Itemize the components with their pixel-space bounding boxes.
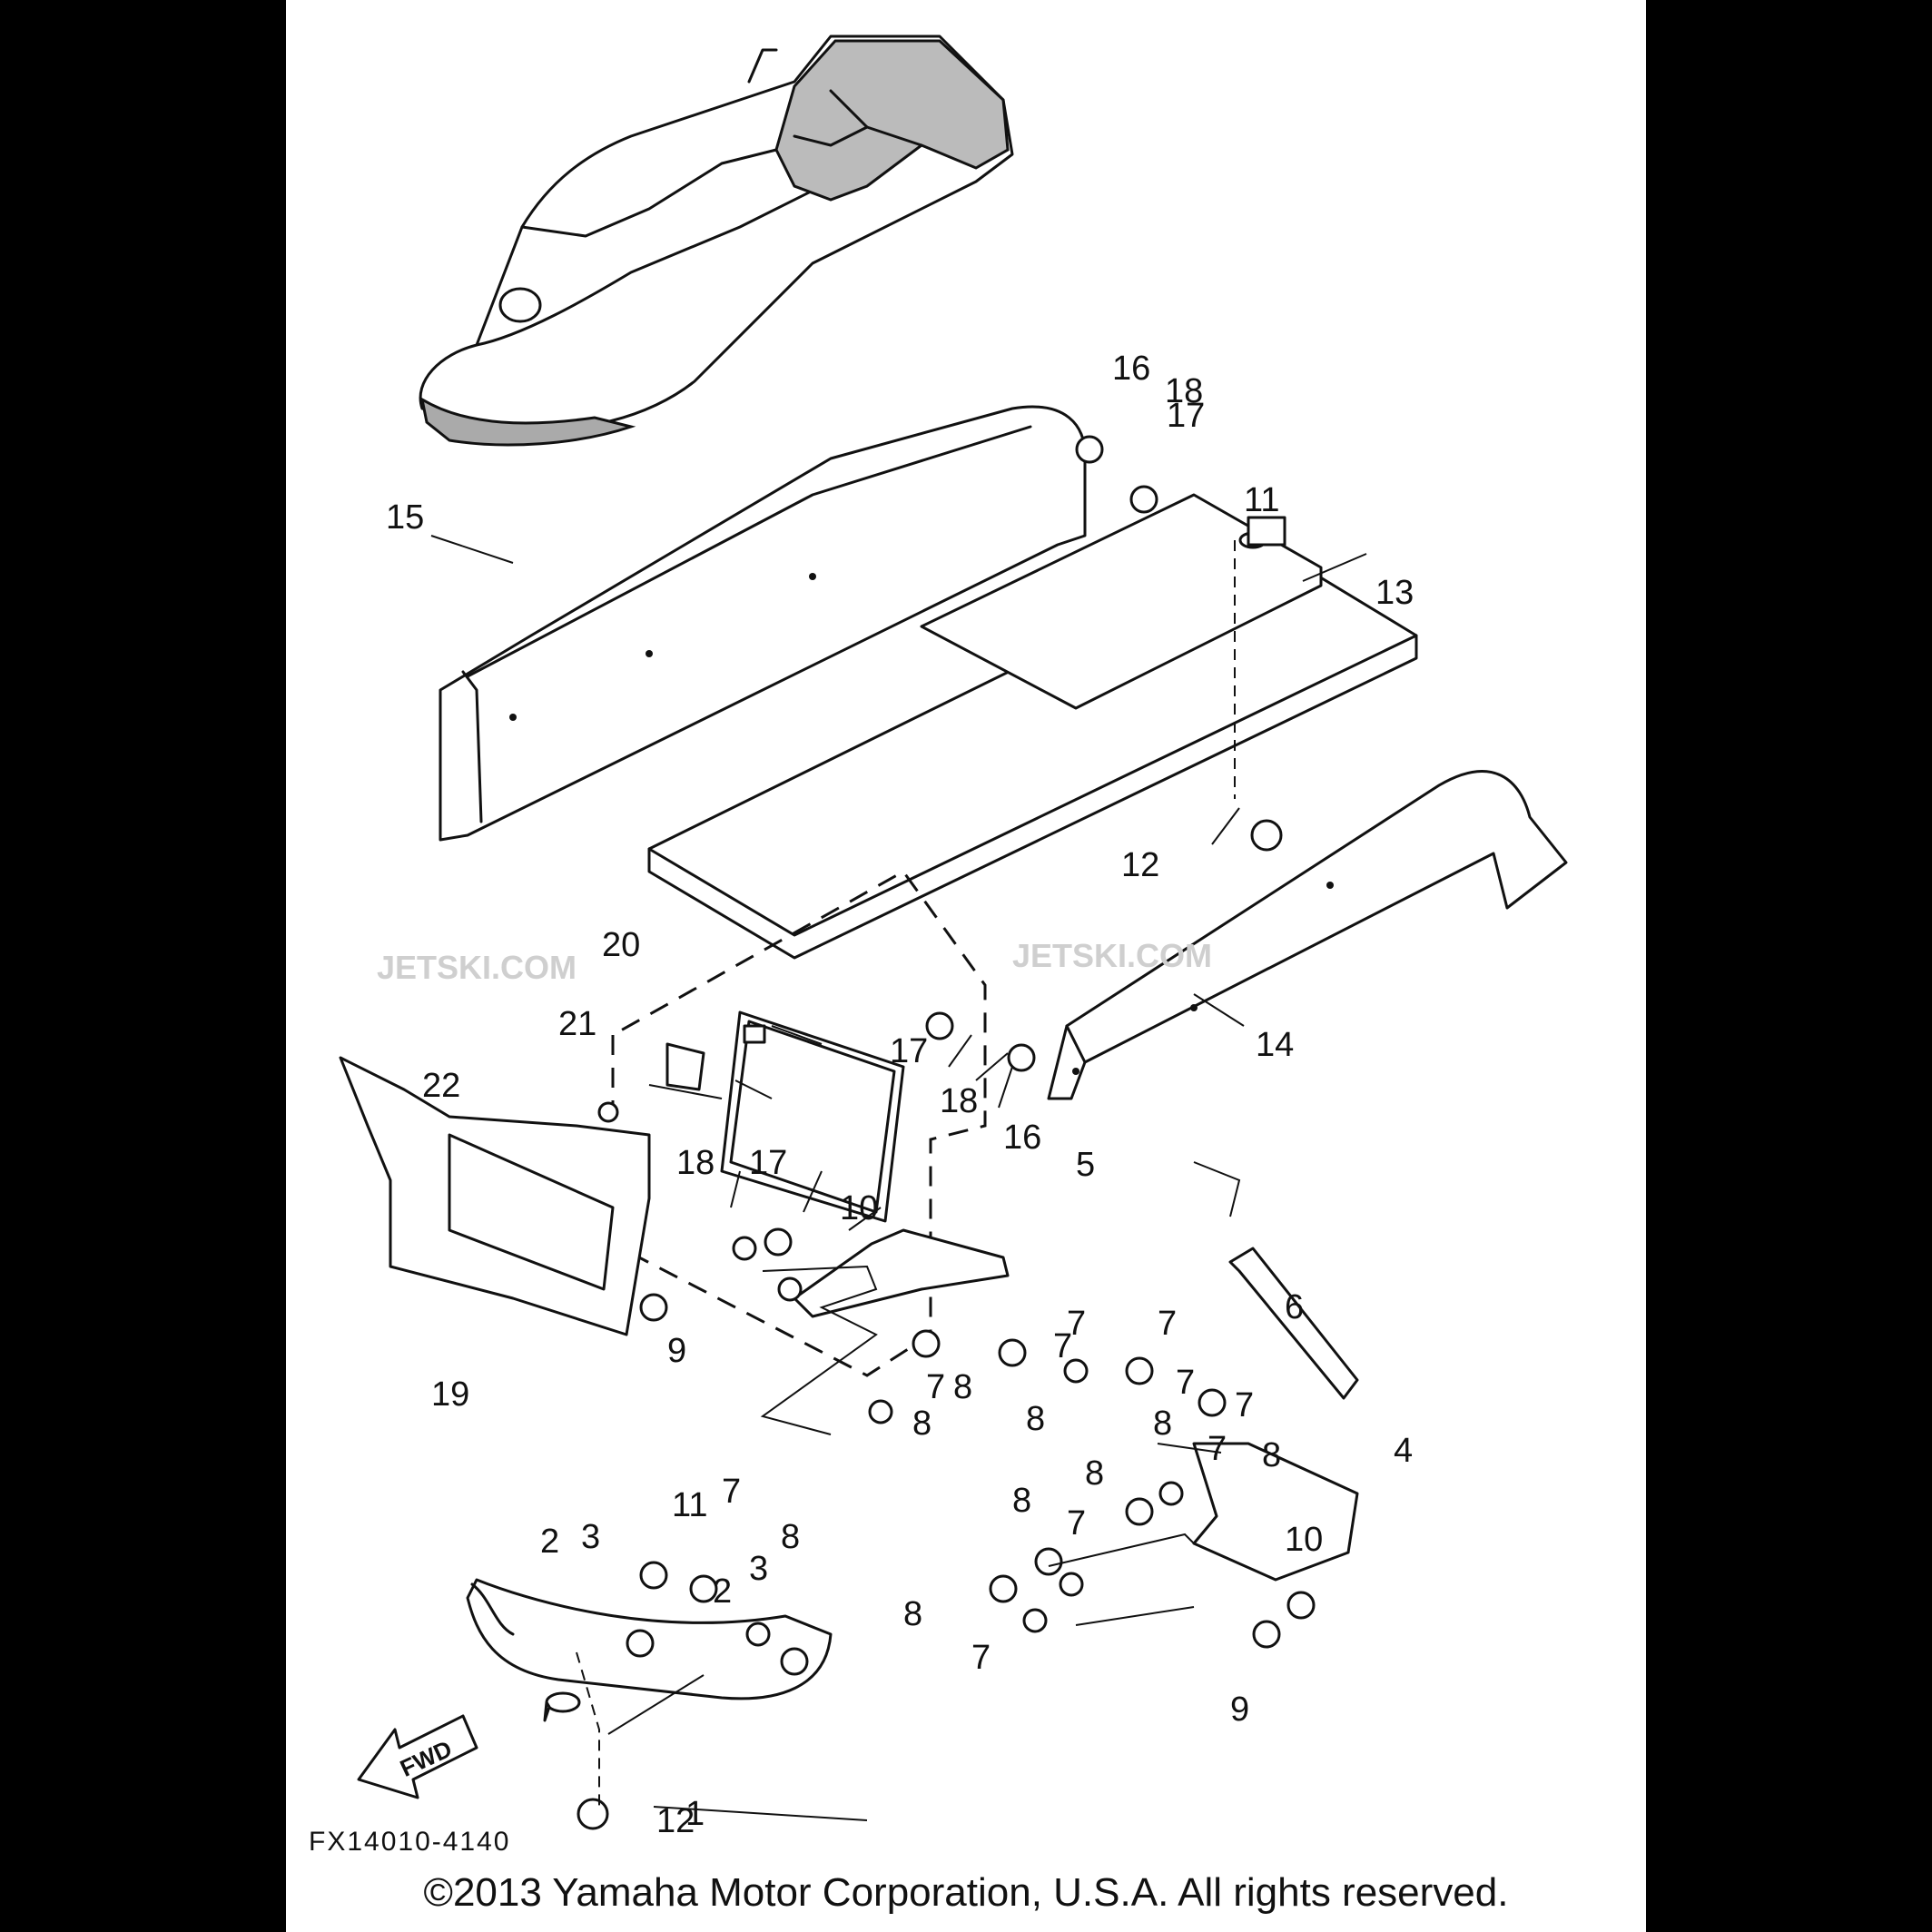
watercraft-overview-illustration (419, 34, 1014, 447)
callout-17: 17 (890, 1032, 928, 1070)
callout-8: 8 (912, 1405, 932, 1443)
callout-7: 7 (1208, 1430, 1227, 1468)
part-15-cover-left (439, 405, 1087, 842)
callout-7: 7 (1235, 1386, 1254, 1424)
callout-7: 7 (1067, 1504, 1086, 1543)
part-4-bracket (1192, 1442, 1359, 1582)
callout-10: 10 (840, 1189, 878, 1227)
callout-11: 11 (672, 1486, 707, 1524)
callout-8: 8 (1085, 1454, 1104, 1493)
part-13-board (647, 493, 1418, 960)
callout-17: 17 (1167, 397, 1205, 435)
exploded-parts-diagram: FWD JETSKI.COM JETSKI.COM 1 2 2 3 3 4 5 … (309, 34, 1568, 1857)
callout-6: 6 (1285, 1288, 1304, 1326)
callout-8: 8 (1153, 1405, 1172, 1443)
callout-16: 16 (1003, 1119, 1041, 1157)
callout-11: 11 (1244, 481, 1279, 519)
part-19-panel-assembly (339, 870, 987, 1377)
watermark-text: JETSKI.COM (377, 949, 577, 986)
callout-8: 8 (953, 1368, 972, 1406)
fwd-arrow-icon: FWD (357, 1714, 478, 1799)
callout-5: 5 (1076, 1146, 1095, 1184)
callout-7: 7 (971, 1639, 991, 1677)
callout-22: 22 (422, 1067, 460, 1105)
callout-9: 9 (1230, 1690, 1249, 1729)
parts-diagram-sheet: FWD JETSKI.COM JETSKI.COM 1 2 2 3 3 4 5 … (286, 0, 1646, 1932)
bracket-parts (793, 1228, 1359, 1582)
callout-7: 7 (722, 1473, 741, 1511)
callout-12: 12 (656, 1802, 695, 1840)
callout-2: 2 (540, 1523, 559, 1561)
callout-10: 10 (1285, 1521, 1323, 1559)
callout-19: 19 (431, 1375, 469, 1414)
callout-7: 7 (1176, 1364, 1195, 1402)
callout-18: 18 (676, 1144, 715, 1182)
leader-lines (430, 535, 1367, 1821)
callout-8: 8 (781, 1518, 800, 1556)
callout-8: 8 (903, 1595, 922, 1633)
callout-7: 7 (1158, 1305, 1177, 1343)
callout-18: 18 (1165, 372, 1203, 410)
part-5-bracket (793, 1228, 1010, 1318)
callout-8: 8 (1012, 1482, 1031, 1520)
callout-13: 13 (1375, 574, 1414, 612)
drawing-code: FX14010-4140 (309, 1827, 511, 1857)
callout-4: 4 (1394, 1432, 1413, 1470)
callout-7: 7 (1067, 1305, 1086, 1343)
callout-14: 14 (1256, 1026, 1294, 1064)
callout-9: 9 (667, 1332, 686, 1370)
part-14-cover-right (1047, 770, 1568, 1100)
callout-8: 8 (1262, 1436, 1281, 1474)
callout-3: 3 (581, 1518, 600, 1556)
callout-labels: 1 2 2 3 3 4 5 6 7 7 7 7 7 7 7 7 7 7 8 8 … (386, 350, 1414, 1840)
callout-20: 20 (602, 926, 640, 964)
callout-1: 1 (685, 1795, 705, 1833)
callout-15: 15 (386, 498, 424, 537)
callout-3: 3 (749, 1550, 768, 1588)
fasteners (543, 435, 1316, 1830)
part-6-rail (1228, 1247, 1359, 1400)
callout-7: 7 (926, 1368, 945, 1406)
callout-2: 2 (713, 1572, 732, 1611)
callout-12: 12 (1121, 846, 1159, 884)
watermark-text: JETSKI.COM (1012, 937, 1212, 974)
callout-18: 18 (940, 1082, 978, 1120)
callout-21: 21 (558, 1005, 596, 1043)
callout-7: 7 (1053, 1327, 1072, 1365)
callout-8: 8 (1026, 1400, 1045, 1438)
callout-16: 16 (1112, 350, 1150, 388)
callout-17: 17 (749, 1144, 787, 1182)
copyright-notice: ©2013 Yamaha Motor Corporation, U.S.A. A… (423, 1870, 1509, 1915)
